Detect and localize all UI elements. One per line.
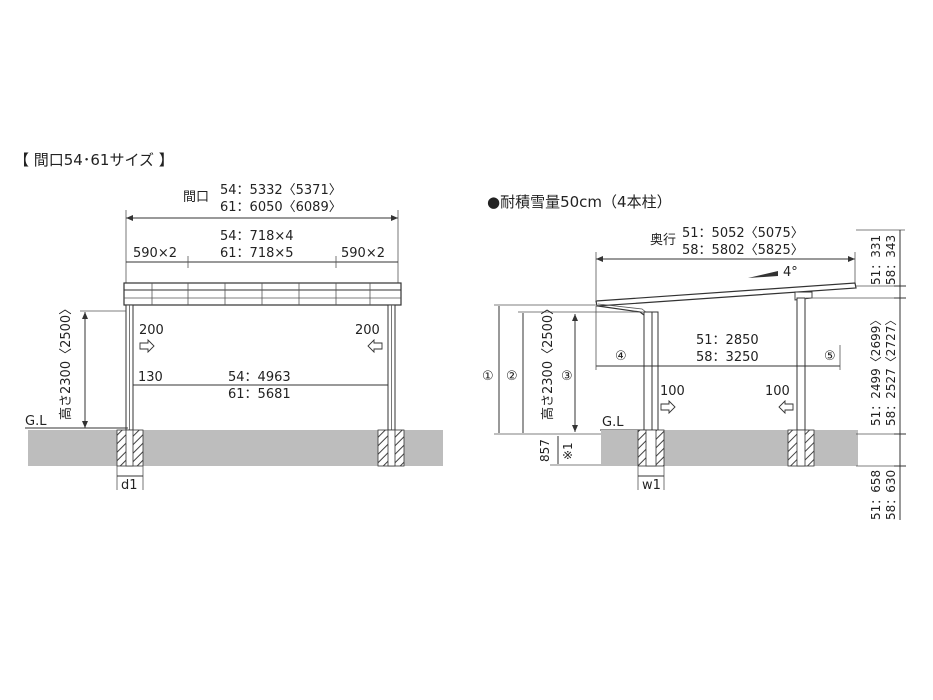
section-title-snow-load: ●耐積雪量50cm（4本柱）: [487, 193, 672, 211]
top-58-value: 58：343: [884, 235, 898, 285]
height-label: 高さ2300〈2500〉: [58, 302, 74, 420]
roof-side: [595, 282, 857, 319]
angle-label: 4°: [783, 265, 798, 280]
arrow-right-icon: [139, 338, 155, 354]
side-right-value: 590×2: [341, 246, 385, 261]
small-offset-value: 130: [138, 370, 163, 385]
circle-4-marker: ④: [615, 349, 627, 364]
offset-left-value: 100: [660, 384, 685, 399]
depth-label: 奥行: [650, 233, 676, 248]
depth-51-value: 51：5052〈5075〉: [682, 226, 804, 241]
post-span-54-value: 54：4963: [228, 370, 291, 385]
post-span-51-value: 51：2850: [696, 333, 759, 348]
circle-2-marker: ②: [506, 369, 518, 384]
offset-left-value: 200: [139, 323, 164, 338]
depth-58-value: 58：5802〈5825〉: [682, 243, 804, 258]
height-label: 高さ2300〈2500〉: [540, 302, 556, 420]
front-elevation: 【 間口54･61サイズ 】 間口 54：5332〈5371〉 61：6050〈…: [14, 151, 443, 493]
offset-right-value: 100: [765, 384, 790, 399]
note-mark: ※1: [561, 442, 575, 460]
foot-label: d1: [121, 478, 138, 493]
width-label: 間口: [183, 190, 209, 205]
gl-label: G.L: [602, 415, 624, 430]
offset-right-value: 200: [355, 323, 380, 338]
width-54-value: 54：5332〈5371〉: [220, 183, 342, 198]
width-61-value: 61：6050〈6089〉: [220, 200, 342, 215]
side-elevation: ●耐積雪量50cm（4本柱） 奥行 51：5052〈5075〉 58：5802〈…: [482, 193, 906, 520]
embed-label: 857: [538, 439, 552, 462]
ground-section: [28, 430, 443, 466]
side-left-value: 590×2: [133, 246, 177, 261]
post-span-58-value: 58：3250: [696, 350, 759, 365]
arrow-left-icon: [778, 399, 794, 415]
circle-1-marker: ①: [482, 369, 494, 384]
slope-indicator-icon: [748, 271, 778, 278]
arrow-left-icon: [367, 338, 383, 354]
bottom-51-value: 51：658: [869, 470, 883, 520]
bottom-58-value: 58：630: [884, 470, 898, 520]
arrow-right-icon: [660, 399, 676, 415]
post-span-61-value: 61：5681: [228, 387, 291, 402]
circle-3-marker: ③: [561, 369, 573, 384]
roof-front: [123, 282, 402, 306]
mid-51-value: 51：2499〈2699〉: [869, 314, 883, 426]
gl-label: G.L: [25, 414, 47, 429]
foot-label: w1: [642, 478, 661, 493]
mid-58-value: 58：2527〈2727〉: [884, 314, 898, 426]
panel-54-value: 54：718×4: [220, 229, 294, 244]
circle-5-marker: ⑤: [824, 349, 836, 364]
panel-61-value: 61：718×5: [220, 246, 294, 261]
top-51-value: 51：331: [869, 235, 883, 285]
section-title-width-size: 【 間口54･61サイズ 】: [14, 151, 174, 169]
